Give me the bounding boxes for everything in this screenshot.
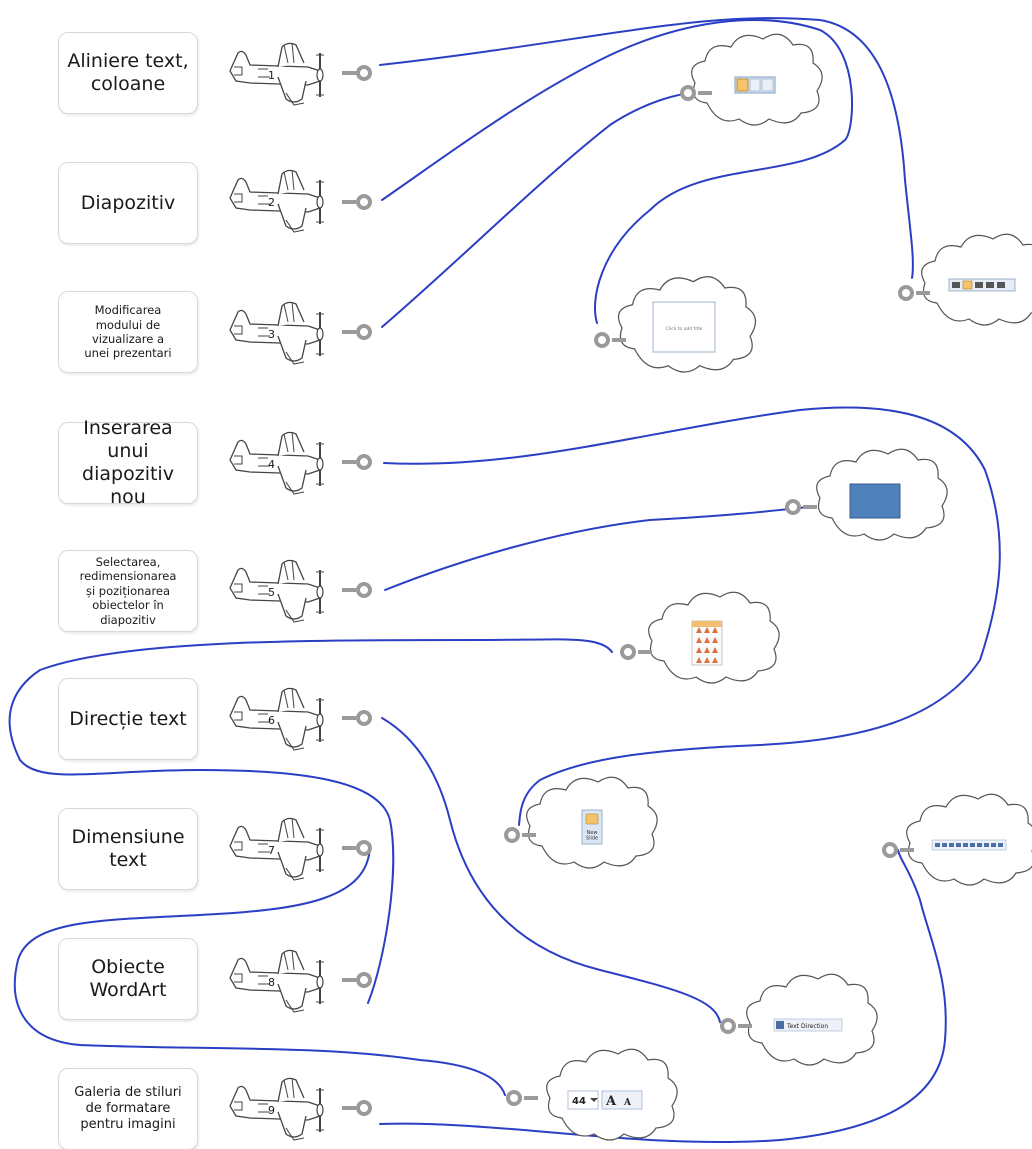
airplane-5: 5 [229, 559, 325, 623]
cloud-node-shape[interactable] [785, 499, 801, 515]
node-8[interactable] [356, 972, 372, 988]
plane-number-3: 3 [268, 328, 275, 341]
airplane-7: 7 [229, 817, 325, 881]
step-card-1[interactable]: Aliniere text, coloane [58, 32, 198, 114]
plane-number-1: 1 [268, 69, 275, 82]
plane-number-5: 5 [268, 586, 275, 599]
airplane-3: 3 [229, 301, 325, 365]
cloud-picture-styles [906, 793, 1032, 886]
font-size-value: 44 [572, 1096, 586, 1107]
plane-number-6: 6 [268, 714, 275, 727]
plane-number-7: 7 [268, 844, 275, 857]
cloud-node-font-size[interactable] [506, 1090, 522, 1106]
node-3[interactable] [356, 324, 372, 340]
node-1[interactable] [356, 65, 372, 81]
connector-4 [383, 406, 1001, 826]
cloud-node-slide-preview[interactable] [594, 332, 610, 348]
airplane-6: 6 [229, 687, 325, 751]
node-7[interactable] [356, 840, 372, 856]
airplane-9: 9 [229, 1077, 325, 1141]
step-card-3[interactable]: Modificarea modului de vizualizare a une… [58, 291, 198, 373]
cloud-view-buttons [691, 33, 823, 126]
cloud-node-view[interactable] [680, 85, 696, 101]
connectors [8, 17, 1001, 1144]
slide-preview-text: Click to add title [666, 326, 703, 332]
node-6[interactable] [356, 710, 372, 726]
plane-number-4: 4 [268, 458, 275, 471]
connector-2 [381, 19, 854, 324]
connector-5 [384, 506, 809, 591]
step-card-8[interactable]: Obiecte WordArt [58, 938, 198, 1020]
plane-number-2: 2 [268, 196, 275, 209]
node-5[interactable] [356, 582, 372, 598]
step-card-6[interactable]: Direcție text [58, 678, 198, 760]
cloud-text-direction: Text Direction [746, 973, 878, 1066]
airplane-1: 1 [229, 42, 325, 106]
cloud-slide-preview: Click to add title [617, 276, 757, 373]
cloud-node-text-direction[interactable] [720, 1018, 736, 1034]
plane-number-9: 9 [268, 1104, 275, 1117]
connector-1 [379, 17, 914, 279]
grow-font-icon: A [605, 1094, 617, 1109]
airplane-2: 2 [229, 169, 325, 233]
cloud-node-new-slide[interactable] [504, 827, 520, 843]
connector-7 [13, 843, 506, 1096]
cloud-blue-shape [816, 448, 948, 541]
airplane-4: 4 [229, 431, 325, 495]
connector-8 [8, 638, 613, 1004]
plane-nodes [342, 65, 372, 1116]
airplanes: 1 2 3 4 5 6 7 8 9 [229, 42, 325, 1141]
step-card-7[interactable]: Dimensiune text [58, 808, 198, 890]
step-card-2[interactable]: Diapozitiv [58, 162, 198, 244]
cloud-node-alignment[interactable] [898, 285, 914, 301]
connector-3 [381, 91, 708, 328]
node-2[interactable] [356, 194, 372, 210]
cloud-font-size: 44 A A [546, 1048, 678, 1141]
shrink-font-icon: A [623, 1098, 632, 1108]
node-4[interactable] [356, 454, 372, 470]
step-card-9[interactable]: Galeria de stiluri de formatare pentru i… [58, 1068, 198, 1149]
node-9[interactable] [356, 1100, 372, 1116]
step-card-5[interactable]: Selectarea, redimensionarea și poziționa… [58, 550, 198, 632]
cloud-node-picture-styles[interactable] [882, 842, 898, 858]
cloud-node-wordart[interactable] [620, 644, 636, 660]
airplane-8: 8 [229, 949, 325, 1013]
text-direction-text: Text Direction [786, 1023, 828, 1030]
connector-9 [379, 849, 947, 1144]
plane-number-8: 8 [268, 976, 275, 989]
step-card-4[interactable]: Inserarea unui diapozitiv nou [58, 417, 198, 508]
connector-6 [381, 717, 721, 1023]
cloud-wordart-gallery [648, 591, 780, 684]
cloud-alignment-toolbar [921, 233, 1032, 326]
